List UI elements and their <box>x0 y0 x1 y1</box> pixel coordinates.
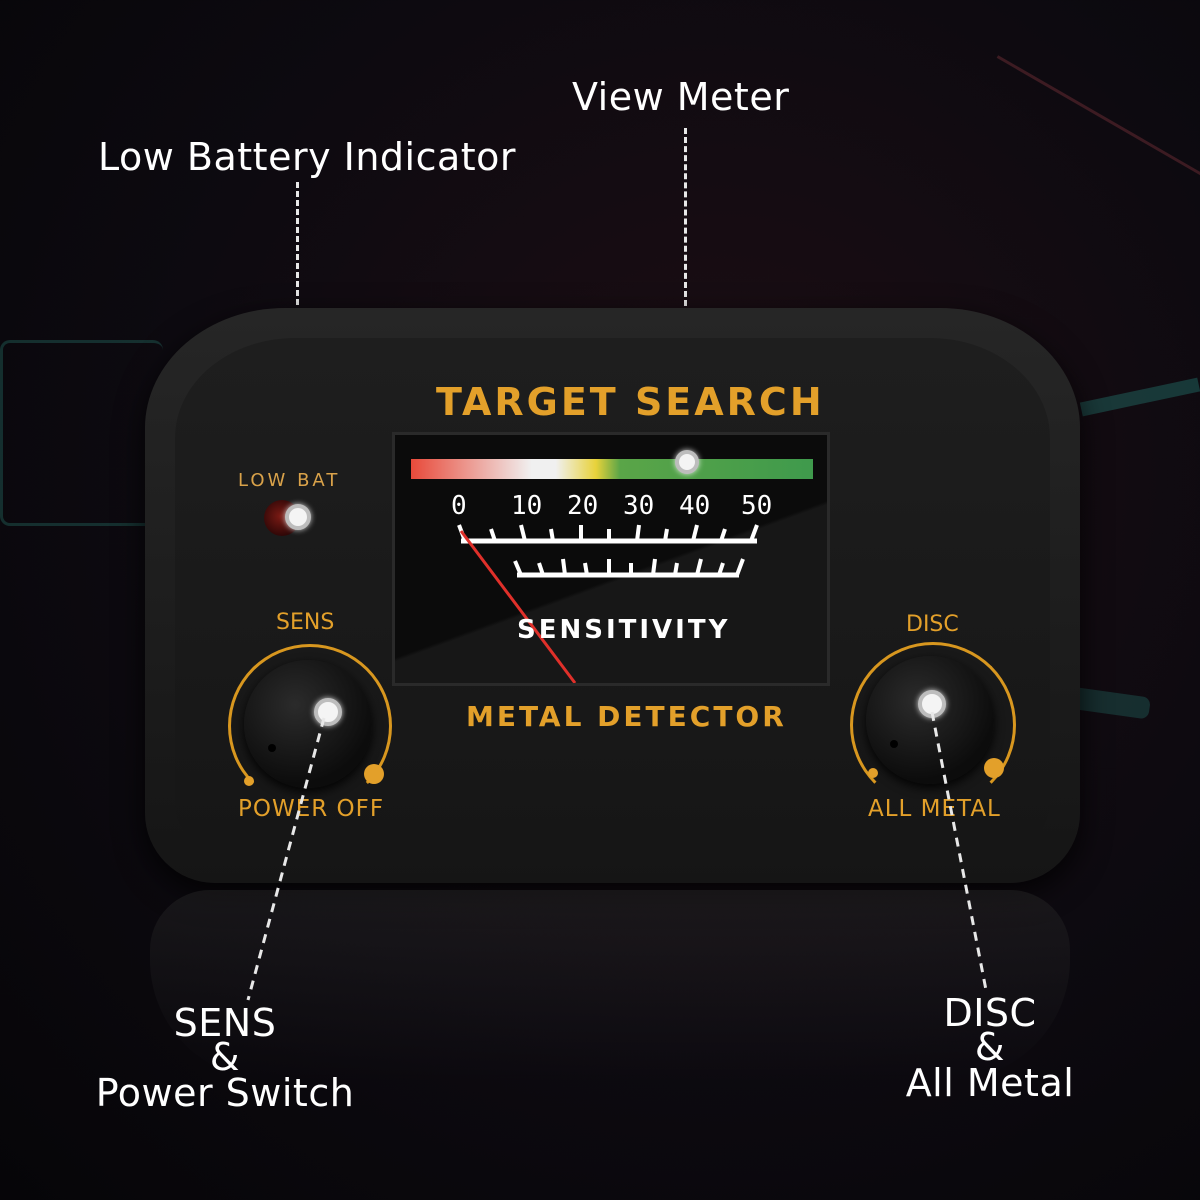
disc-knob-arc <box>850 642 1016 808</box>
view-meter-callout: View Meter <box>572 75 790 119</box>
sens-knob-pointer <box>268 744 276 752</box>
disc-callout-line1: DISC <box>943 991 1037 1035</box>
brand-title: TARGET SEARCH <box>436 380 825 424</box>
low-battery-callout: Low Battery Indicator <box>98 135 517 179</box>
low-battery-callout-marker <box>285 504 311 530</box>
meter-caption: SENSITIVITY <box>517 615 731 645</box>
meter-color-band <box>411 459 813 479</box>
disc-callout: DISC & All Metal <box>890 994 1090 1102</box>
disc-label: DISC <box>906 612 959 637</box>
all-metal-label: ALL METAL <box>868 796 1001 822</box>
scale-label-0: 0 <box>451 491 467 521</box>
disc-callout-line3: All Metal <box>905 1061 1075 1105</box>
product-subtitle: METAL DETECTOR <box>466 700 787 733</box>
sens-max-dot <box>364 764 384 784</box>
scale-label-20: 20 <box>567 491 599 521</box>
view-meter-callout-marker <box>675 450 699 474</box>
sensitivity-meter: 0 10 20 30 40 50 <box>392 432 830 686</box>
scale-label-40: 40 <box>679 491 711 521</box>
scale-label-30: 30 <box>623 491 655 521</box>
background-streak <box>996 55 1200 188</box>
sens-label: SENS <box>276 610 335 635</box>
sens-callout-line2: & <box>209 1035 241 1079</box>
sens-power-knob[interactable] <box>244 660 372 788</box>
sens-callout-line1: SENS <box>173 1001 277 1045</box>
meter-needle-layer <box>459 530 577 683</box>
sens-callout: SENS & Power Switch <box>80 1004 370 1112</box>
disc-all-metal-knob[interactable] <box>866 656 994 784</box>
scale-label-10: 10 <box>511 491 543 521</box>
disc-min-dot <box>868 768 878 778</box>
background-streak <box>0 340 163 526</box>
disc-callout-marker <box>918 690 946 718</box>
sens-callout-marker <box>314 698 342 726</box>
meter-needle <box>459 530 577 683</box>
disc-max-dot <box>984 758 1004 778</box>
view-meter-callout-line <box>684 128 687 460</box>
power-off-label: POWER OFF <box>238 796 385 822</box>
disc-knob-pointer <box>890 740 898 748</box>
sens-knob-arc <box>228 644 392 808</box>
background-streak <box>1079 377 1200 417</box>
scale-label-50: 50 <box>741 491 773 521</box>
meter-scale-ticks <box>457 524 759 578</box>
sens-min-dot <box>244 776 254 786</box>
disc-callout-line2: & <box>974 1025 1006 1069</box>
sens-callout-line3: Power Switch <box>95 1071 355 1115</box>
low-bat-label: LOW BAT <box>238 470 341 491</box>
